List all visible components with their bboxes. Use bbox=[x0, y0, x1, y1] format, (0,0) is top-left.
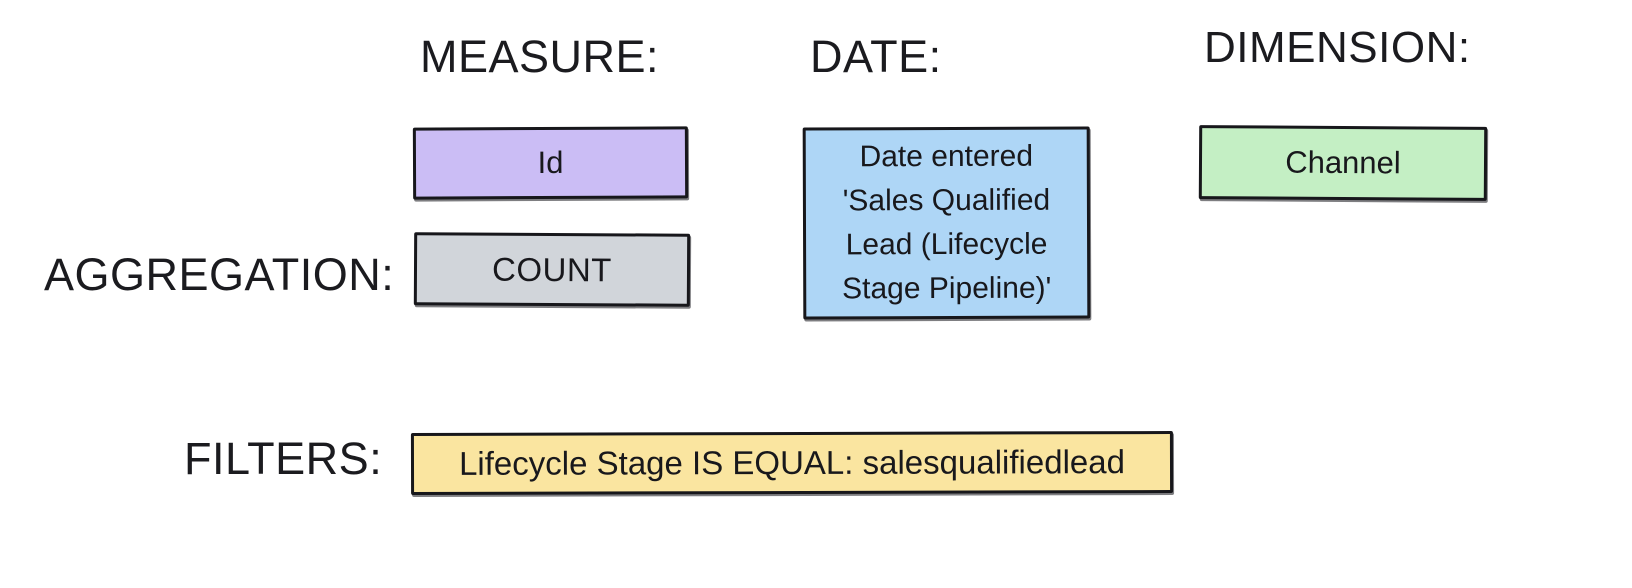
dimension-field-box[interactable]: Channel bbox=[1198, 125, 1488, 201]
filter-condition-box[interactable]: Lifecycle Stage IS EQUAL: salesqualified… bbox=[410, 431, 1174, 495]
measure-field-text: Id bbox=[537, 144, 564, 181]
filters-section-label: FILTERS: bbox=[184, 433, 383, 484]
date-section-label: DATE: bbox=[810, 31, 942, 82]
aggregation-function-text: COUNT bbox=[491, 250, 613, 288]
dimension-field-text: Channel bbox=[1285, 144, 1401, 181]
measure-section-label: MEASURE: bbox=[420, 31, 660, 82]
date-field-box[interactable]: Date entered 'Sales Qualified Lead (Life… bbox=[802, 126, 1091, 320]
aggregation-section-label: AGGREGATION: bbox=[44, 249, 395, 300]
aggregation-function-box[interactable]: COUNT bbox=[413, 232, 691, 307]
measure-field-box[interactable]: Id bbox=[412, 126, 689, 200]
dimension-section-label: DIMENSION: bbox=[1204, 23, 1471, 72]
date-field-text: Date entered 'Sales Qualified Lead (Life… bbox=[842, 139, 1052, 306]
filter-condition-text: Lifecycle Stage IS EQUAL: salesqualified… bbox=[458, 443, 1125, 482]
